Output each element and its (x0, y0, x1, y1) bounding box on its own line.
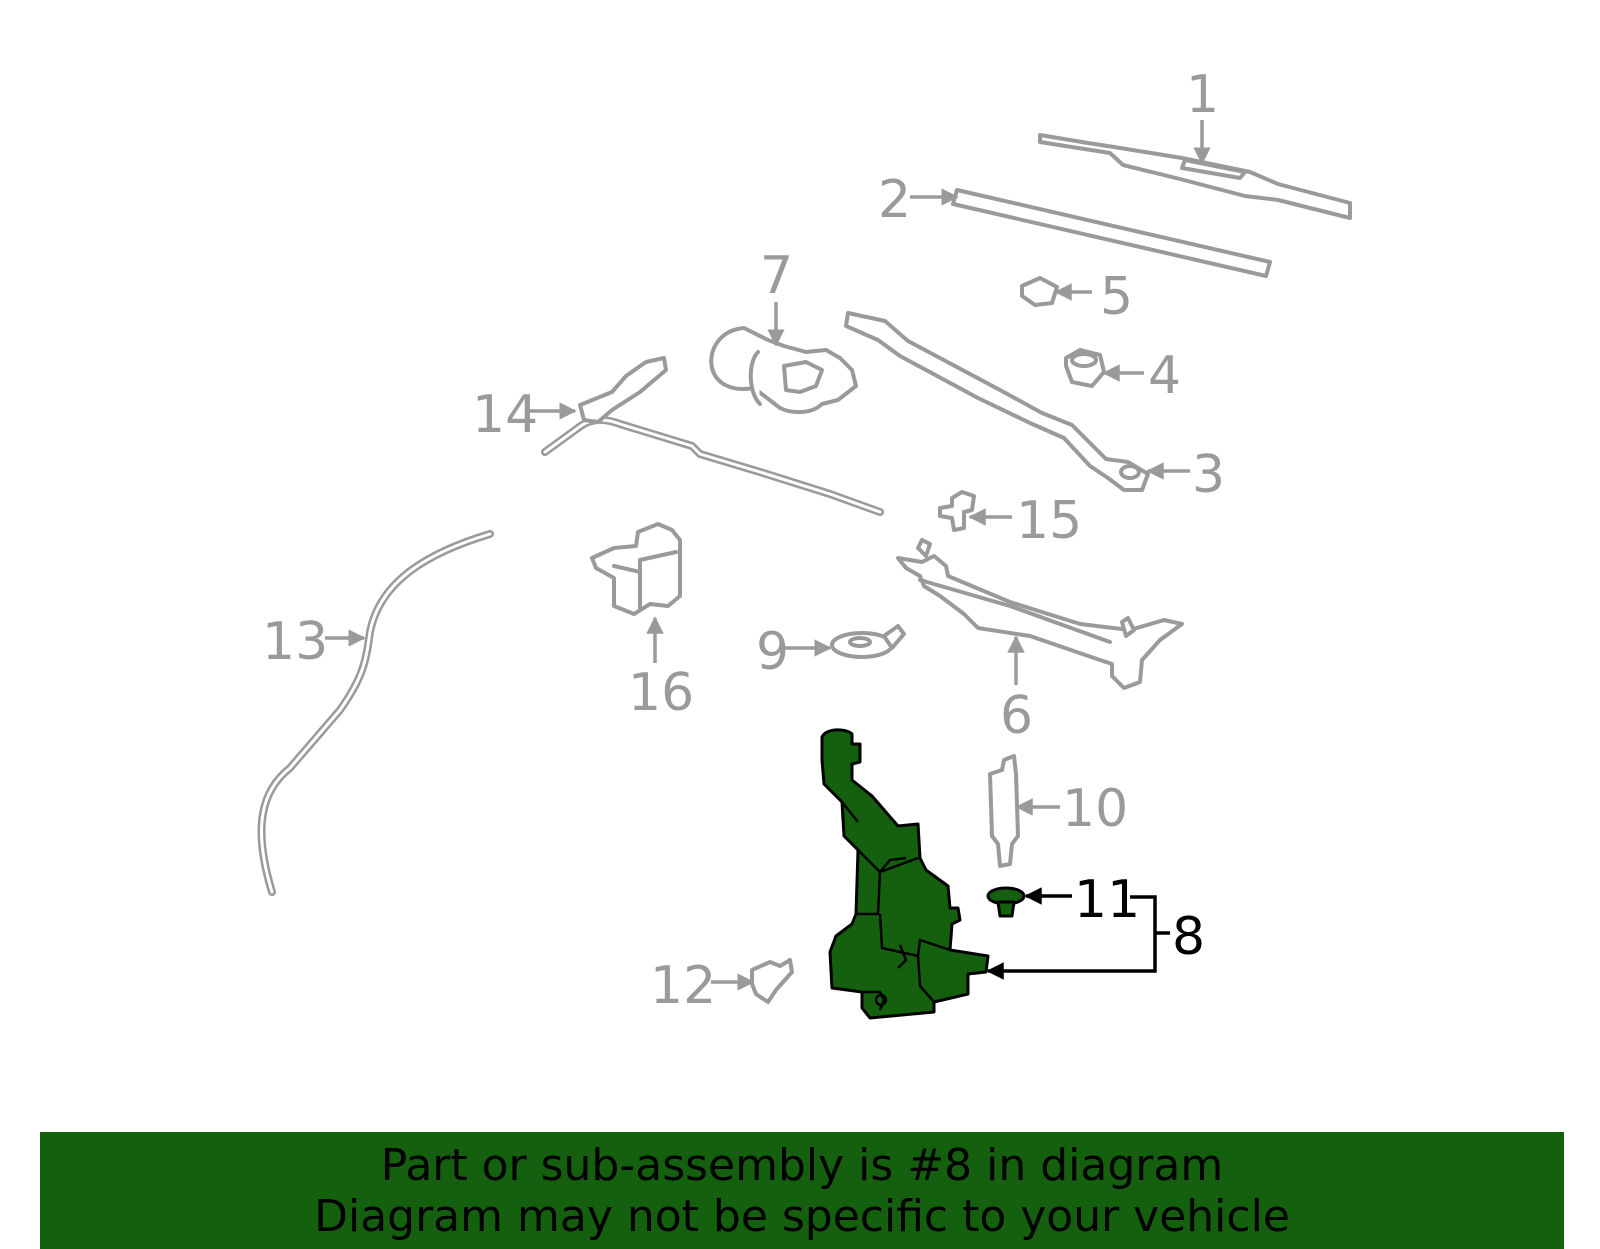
banner-line-1: Part or sub-assembly is #8 in diagram (380, 1140, 1224, 1191)
callout-9: 9 (756, 622, 789, 682)
part-8-washer-reservoir[interactable] (820, 728, 1026, 1020)
part-16-washer-pump[interactable] (590, 522, 682, 616)
part-9-grommet[interactable] (830, 624, 906, 659)
part-1-wiper-blade[interactable] (1038, 133, 1352, 220)
part-15-clip[interactable] (938, 490, 976, 532)
part-5-cap[interactable] (1020, 276, 1059, 307)
part-10-pump[interactable] (988, 754, 1020, 868)
part-6-transmission[interactable] (896, 538, 1184, 690)
info-banner: Part or sub-assembly is #8 in diagram Di… (40, 1132, 1564, 1249)
callout-8: 8 (1172, 907, 1205, 967)
part-7-wiper-motor[interactable] (709, 326, 858, 415)
callout-6: 6 (1000, 686, 1033, 746)
part-3-wiper-arm[interactable] (844, 311, 1150, 492)
callout-5: 5 (1100, 267, 1133, 327)
callout-13: 13 (262, 612, 328, 672)
parts-diagram: 1 2 5 7 4 14 3 15 13 9 16 6 10 12 11 8 (257, 65, 1352, 1020)
callout-14: 14 (472, 385, 538, 445)
callout-12: 12 (650, 956, 716, 1016)
callout-arrows (325, 120, 1211, 991)
part-2-blade-insert[interactable] (951, 188, 1272, 278)
part-12-bracket[interactable] (750, 958, 794, 1004)
part-4-nut[interactable] (1064, 348, 1106, 388)
part-14-linkage[interactable] (541, 356, 884, 516)
callout-2: 2 (878, 170, 911, 230)
callout-7: 7 (760, 246, 793, 306)
part-13-hose[interactable] (257, 530, 494, 896)
callout-3: 3 (1192, 445, 1225, 505)
callout-11: 11 (1074, 870, 1140, 930)
banner-line-2: Diagram may not be specific to your vehi… (314, 1191, 1290, 1242)
callout-4: 4 (1148, 346, 1181, 406)
callout-1: 1 (1186, 65, 1219, 125)
callout-10: 10 (1062, 779, 1128, 839)
callout-16: 16 (628, 663, 694, 723)
callout-15: 15 (1016, 491, 1082, 551)
